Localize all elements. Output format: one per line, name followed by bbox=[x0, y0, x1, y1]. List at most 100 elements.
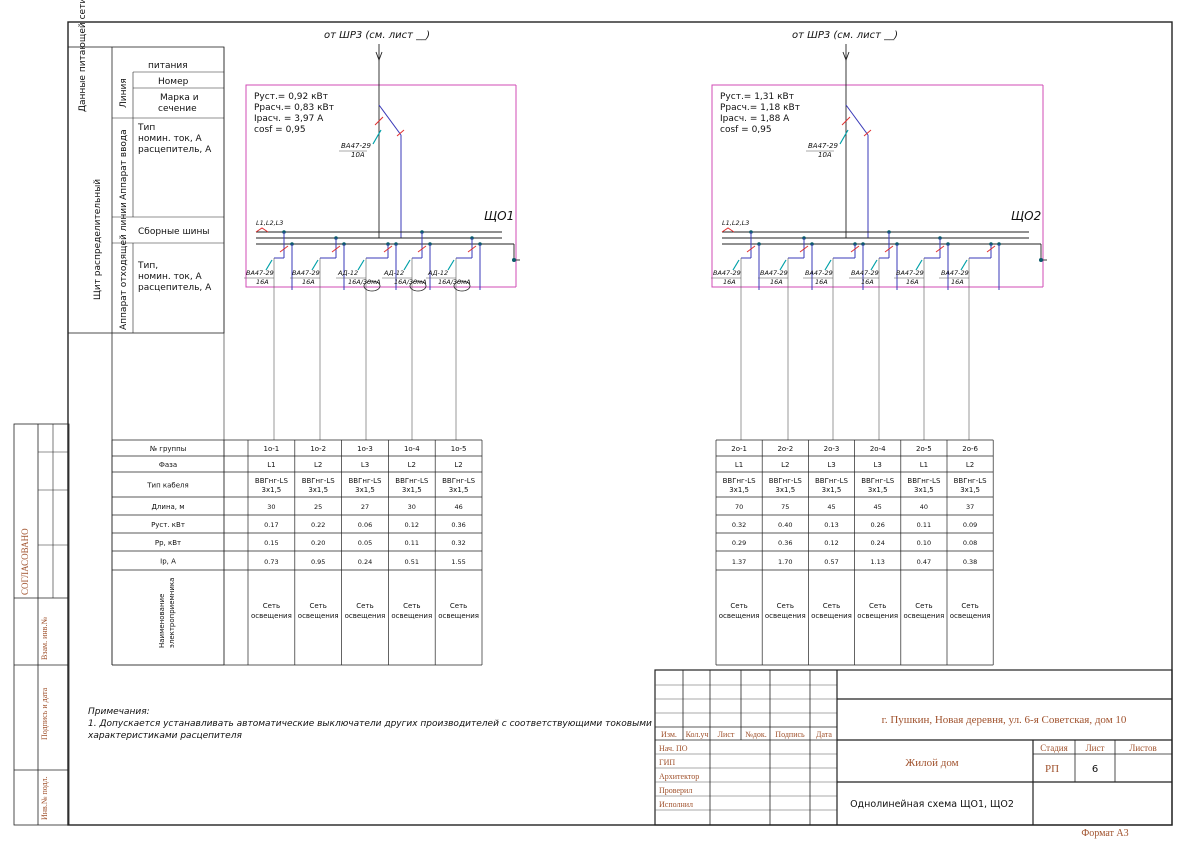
board-name: ЩО1 bbox=[484, 209, 514, 223]
board-param: Ррасч.= 1,18 кВт bbox=[720, 103, 800, 113]
board-param: cosf = 0,95 bbox=[720, 125, 772, 135]
group-pr: 0.29 bbox=[732, 539, 746, 547]
outgoing-rating: 16А bbox=[906, 278, 919, 286]
group-name: освещения bbox=[345, 612, 386, 620]
group-pust: 0.22 bbox=[311, 521, 325, 529]
head-board: Щит распределительный bbox=[93, 179, 103, 300]
group-cable: ВВГнг-LS bbox=[769, 477, 803, 485]
outgoing-tick bbox=[850, 245, 860, 253]
input-breaker-symbol bbox=[839, 129, 849, 145]
outgoing-breaker-symbol bbox=[960, 259, 968, 271]
notes: Примечания: 1. Допускается устанавливать… bbox=[87, 707, 652, 741]
object-name: Жилой дом bbox=[905, 757, 958, 769]
group-phase: L2 bbox=[454, 461, 462, 469]
head-network: Данные питающей сети bbox=[78, 0, 88, 112]
group-pr: 0.20 bbox=[311, 539, 325, 547]
group-pr: 0.24 bbox=[870, 539, 884, 547]
row-supply: питания bbox=[148, 61, 188, 71]
outgoing-device: ВА47-29 bbox=[805, 269, 833, 277]
outgoing-tick bbox=[467, 245, 477, 253]
group-name: освещения bbox=[251, 612, 292, 620]
title-role: Архитектор bbox=[659, 772, 699, 781]
title-role: Нач. ПО bbox=[659, 744, 688, 753]
group-name: Сеть bbox=[777, 602, 794, 610]
input-breaker-tick bbox=[396, 129, 405, 137]
group-length: 25 bbox=[314, 503, 322, 511]
group-cable: ВВГнг-LS bbox=[861, 477, 895, 485]
input-breaker-symbol bbox=[372, 129, 382, 145]
group-name: освещения bbox=[298, 612, 339, 620]
group-pr: 0.32 bbox=[451, 539, 465, 547]
group-ir: 0.38 bbox=[963, 558, 977, 566]
outgoing-rating: 16А bbox=[256, 278, 269, 286]
group-pust: 0.26 bbox=[870, 521, 884, 529]
agreed-label: СОГЛАСОВАНО bbox=[20, 528, 30, 595]
row-header: Наименование bbox=[158, 594, 166, 648]
group-id: 1о-2 bbox=[310, 445, 326, 453]
stage-label: Стадия bbox=[1040, 743, 1067, 753]
group-name: Сеть bbox=[730, 602, 747, 610]
head-apparatus-in: Аппарат ввода bbox=[119, 129, 129, 200]
title-col: Подпись bbox=[775, 730, 805, 739]
group-pr: 0.05 bbox=[358, 539, 372, 547]
replace-inv-label: Взам. инв.№ bbox=[40, 617, 49, 660]
outgoing-rating: 16А/30мА bbox=[348, 278, 381, 286]
group-ir: 0.95 bbox=[311, 558, 325, 566]
group-cable-section: 3х1,5 bbox=[308, 486, 328, 494]
row-header: Тип кабеля bbox=[146, 482, 188, 490]
board-param: Руст.= 1,31 кВт bbox=[720, 92, 794, 102]
group-pust: 0.06 bbox=[358, 521, 372, 529]
outgoing-tick bbox=[383, 245, 393, 253]
outgoing-rating: 16А/30мА bbox=[438, 278, 471, 286]
group-length: 46 bbox=[454, 503, 462, 511]
row-brand-1: Марка и bbox=[160, 93, 199, 103]
group-name: Сеть bbox=[263, 602, 280, 610]
margin-stamp bbox=[13, 423, 70, 826]
input-breaker-rating: 10А bbox=[818, 151, 832, 159]
group-cable-section: 3х1,5 bbox=[868, 486, 888, 494]
head-line: Линия bbox=[119, 78, 129, 108]
outgoing-device: ВА47-29 bbox=[292, 269, 320, 277]
notes-line1: 1. Допускается устанавливать автоматичес… bbox=[88, 719, 652, 729]
group-name: Сеть bbox=[403, 602, 420, 610]
group-cable-section: 3х1,5 bbox=[960, 486, 980, 494]
outgoing-tick bbox=[746, 245, 756, 253]
row-out-2: номин. ток, А bbox=[138, 272, 203, 282]
group-pr: 0.10 bbox=[917, 539, 931, 547]
outgoing-rating: 16А bbox=[770, 278, 783, 286]
row-header: Iр, А bbox=[160, 558, 176, 566]
group-id: 1о-5 bbox=[451, 445, 467, 453]
row-header: № группы bbox=[150, 445, 186, 453]
group-length: 37 bbox=[966, 503, 974, 511]
feed-arrow bbox=[375, 51, 383, 62]
title-col: Изм. bbox=[661, 730, 677, 739]
group-cable: ВВГнг-LS bbox=[255, 477, 289, 485]
group-cable: ВВГнг-LS bbox=[302, 477, 336, 485]
group-length: 27 bbox=[361, 503, 369, 511]
sheets-label: Листов bbox=[1129, 743, 1156, 753]
group-cable: ВВГнг-LS bbox=[349, 477, 383, 485]
title-role: Исполнил bbox=[659, 800, 693, 809]
group-table-right: 2о-1L1ВВГнг-LS3х1,5700.320.291.37Сетьосв… bbox=[715, 439, 994, 666]
group-ir: 0.57 bbox=[824, 558, 838, 566]
bus-mark bbox=[255, 227, 269, 233]
outgoing-tick bbox=[935, 245, 945, 253]
outgoing-tick bbox=[986, 245, 996, 253]
sign-date-label: Подпись и дата bbox=[40, 687, 49, 740]
row-type-1: Тип bbox=[137, 123, 155, 133]
group-name: Сеть bbox=[823, 602, 840, 610]
outgoing-breaker-symbol bbox=[265, 259, 273, 271]
title-col: Дата bbox=[816, 730, 832, 739]
side-header-table: Данные питающей сети Щит распределительн… bbox=[67, 0, 225, 666]
board-name: ЩО2 bbox=[1011, 209, 1041, 223]
group-phase: L2 bbox=[781, 461, 789, 469]
group-name: освещения bbox=[765, 612, 806, 620]
group-pr: 0.08 bbox=[963, 539, 977, 547]
sheet-value: 6 bbox=[1092, 764, 1098, 775]
outgoing-device: ВА47-29 bbox=[851, 269, 879, 277]
feed-tick bbox=[374, 116, 384, 126]
outgoing-tick bbox=[279, 245, 289, 253]
group-pr: 0.15 bbox=[264, 539, 278, 547]
pe-node bbox=[1039, 258, 1043, 262]
group-phase: L2 bbox=[408, 461, 416, 469]
